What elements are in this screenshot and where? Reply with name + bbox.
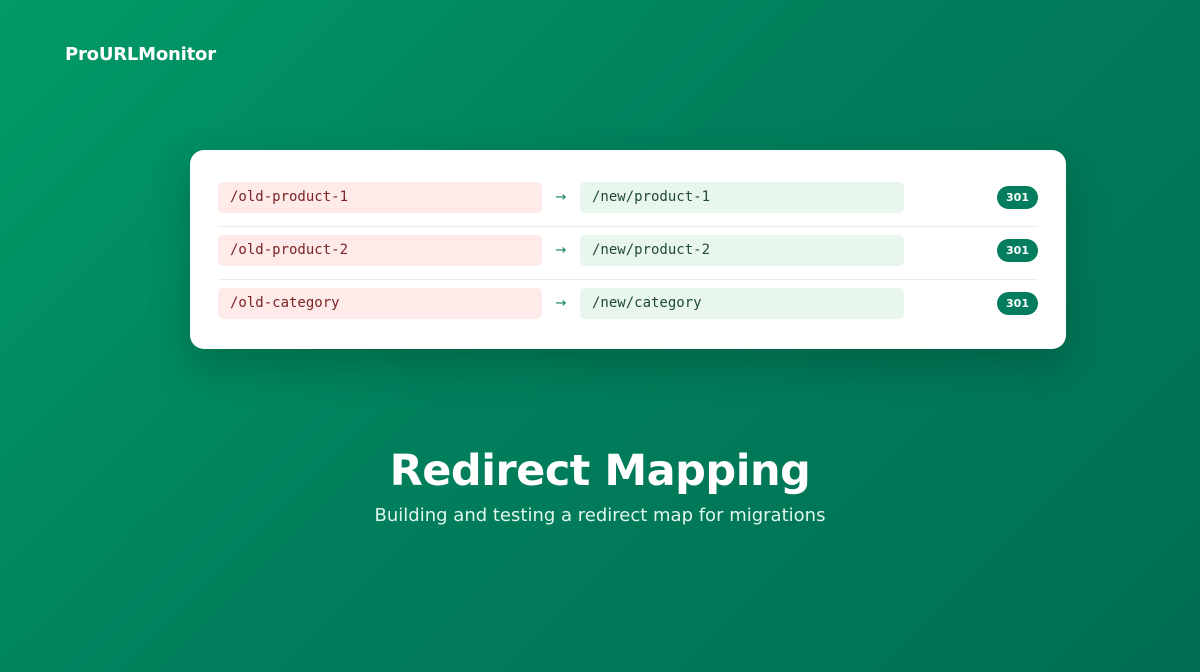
arrow-right-icon: → — [555, 296, 567, 311]
old-url: /old-product-2 — [218, 235, 542, 266]
redirect-map-card: /old-product-1 → /new/product-1 301 /old… — [190, 150, 1066, 349]
arrow-right-icon: → — [555, 190, 567, 205]
new-url: /new/product-1 — [580, 182, 904, 213]
redirect-row: /old-product-1 → /new/product-1 301 — [218, 174, 1038, 227]
page-title: Redirect Mapping — [389, 446, 811, 496]
brand-logo-text: ProURLMonitor — [65, 44, 216, 65]
redirect-row: /old-product-2 → /new/product-2 301 — [218, 227, 1038, 280]
status-badge: 301 — [997, 239, 1038, 262]
status-badge: 301 — [997, 186, 1038, 209]
old-url: /old-category — [218, 288, 542, 319]
status-badge: 301 — [997, 292, 1038, 315]
page-subtitle: Building and testing a redirect map for … — [374, 505, 826, 526]
old-url: /old-product-1 — [218, 182, 542, 213]
arrow-right-icon: → — [555, 243, 567, 258]
redirect-row: /old-category → /new/category 301 — [218, 280, 1038, 332]
new-url: /new/category — [580, 288, 904, 319]
new-url: /new/product-2 — [580, 235, 904, 266]
